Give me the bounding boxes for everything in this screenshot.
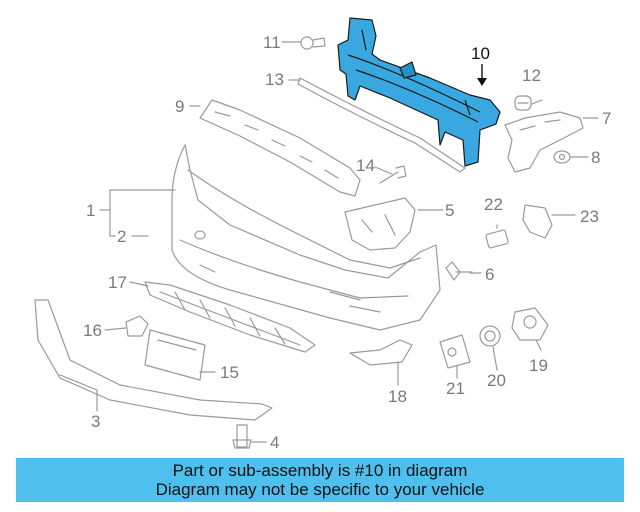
leader-lines [59, 41, 599, 443]
callout-8: 8 [591, 148, 601, 167]
bolt-4-part [232, 424, 252, 449]
side-bracket-part [504, 111, 584, 173]
callout-15: 15 [220, 363, 239, 382]
nut-8-part [553, 150, 571, 164]
push-clip-part [445, 261, 473, 281]
lower-grille-part [144, 281, 316, 353]
callout-14: 14 [356, 156, 375, 175]
callout-19: 19 [529, 356, 548, 375]
callout-12: 12 [522, 66, 541, 85]
callout-3: 3 [91, 412, 101, 431]
clip-12-part [514, 95, 532, 111]
screw-14-part [379, 165, 407, 184]
callout-6: 6 [485, 265, 495, 284]
bracket-23-part [522, 204, 553, 239]
bumper-cover-part [171, 144, 441, 331]
callout-16: 16 [83, 321, 102, 340]
parking-sensor-19-part [511, 307, 549, 341]
clip-16-part [125, 315, 149, 337]
impact-bar-part [337, 17, 501, 167]
upper-strip-part [297, 77, 466, 173]
callout-4: 4 [270, 433, 280, 452]
license-plate-bracket-part [144, 329, 206, 381]
banner-line-part-number: Part or sub-assembly is #10 in diagram [172, 461, 468, 480]
callout-20: 20 [487, 371, 506, 390]
banner-line-disclaimer: Diagram may not be specific to your vehi… [155, 480, 485, 499]
callout-9: 9 [175, 97, 185, 116]
pointer-arrow-10 [477, 64, 487, 86]
callout-17: 17 [108, 273, 127, 292]
callout-11: 11 [263, 33, 281, 52]
spoiler-part [34, 299, 273, 421]
callout-5: 5 [445, 201, 455, 220]
callout-23: 23 [580, 207, 599, 226]
callout-18: 18 [388, 387, 407, 406]
sensor-holder-21-part [439, 334, 471, 369]
callout-2: 2 [117, 227, 127, 246]
sensor-22-part [485, 229, 509, 249]
info-banner: Part or sub-assembly is #10 in diagram D… [16, 458, 624, 502]
bolt-11-part [300, 36, 326, 50]
callout-1: 1 [86, 201, 96, 220]
callout-10: 10 [471, 44, 490, 63]
energy-absorber-part [199, 99, 361, 197]
fog-bracket-part [344, 197, 416, 251]
trim-18-part [349, 339, 413, 366]
callout-13: 13 [265, 70, 284, 89]
callout-7: 7 [602, 109, 612, 128]
callout-22: 22 [484, 195, 503, 214]
callout-21: 21 [446, 379, 465, 398]
ring-20-part [479, 325, 501, 347]
